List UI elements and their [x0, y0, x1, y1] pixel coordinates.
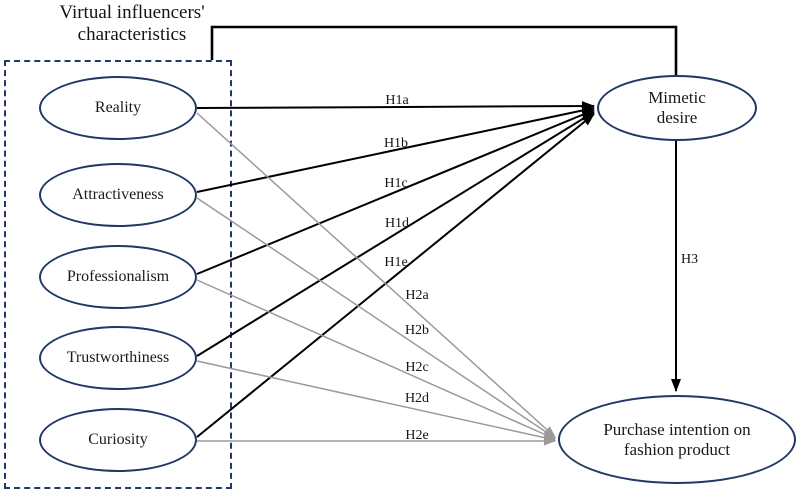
path-h2a-line	[196, 112, 556, 438]
path-h2e-label: H2e	[405, 428, 428, 443]
path-h2c-line	[196, 279, 556, 440]
diagram-title: Virtual influencers' characteristics	[59, 2, 205, 46]
path-h1c-label: H1c	[384, 176, 407, 191]
path-h2d-line	[196, 360, 556, 443]
node-professionalism: Professionalism	[39, 245, 197, 309]
path-h1a-label: H1a	[385, 93, 409, 108]
path-h2a-label: H2a	[405, 288, 429, 303]
node-purchase-intention: Purchase intention on fashion product	[558, 395, 796, 484]
node-purchase-intention-label: Purchase intention on fashion product	[603, 419, 751, 459]
path-h2c-label: H2c	[405, 360, 428, 375]
path-h2d-label: H2d	[405, 391, 429, 406]
node-attractiveness: Attractiveness	[39, 163, 197, 227]
path-h2b-label: H2b	[405, 323, 429, 338]
path-h2b-line	[196, 197, 556, 439]
path-h3-label: H3	[681, 252, 698, 267]
node-curiosity-label: Curiosity	[88, 430, 148, 448]
node-curiosity: Curiosity	[39, 408, 197, 472]
node-attractiveness-label: Attractiveness	[72, 185, 164, 203]
node-reality: Reality	[39, 76, 197, 140]
path-h1e-line	[196, 113, 595, 438]
path-h1a-line	[196, 101, 595, 112]
node-mimetic-desire: Mimetic desire	[597, 75, 757, 141]
node-mimetic-desire-label: Mimetic desire	[648, 88, 706, 127]
node-professionalism-label: Professionalism	[66, 267, 170, 285]
node-reality-label: Reality	[94, 98, 142, 116]
path-h1d-label: H1d	[385, 216, 409, 231]
path-h1d-line	[196, 111, 595, 357]
groupbox-to-mediator-connector	[210, 25, 678, 75]
path-h1b-line	[196, 105, 595, 193]
path-h1c-line	[196, 109, 595, 275]
path-h1b-label: H1b	[384, 136, 408, 151]
path-h1e-label: H1e	[384, 255, 407, 270]
node-trustworthiness: Trustworthiness	[39, 326, 197, 390]
node-trustworthiness-label: Trustworthiness	[66, 348, 170, 366]
